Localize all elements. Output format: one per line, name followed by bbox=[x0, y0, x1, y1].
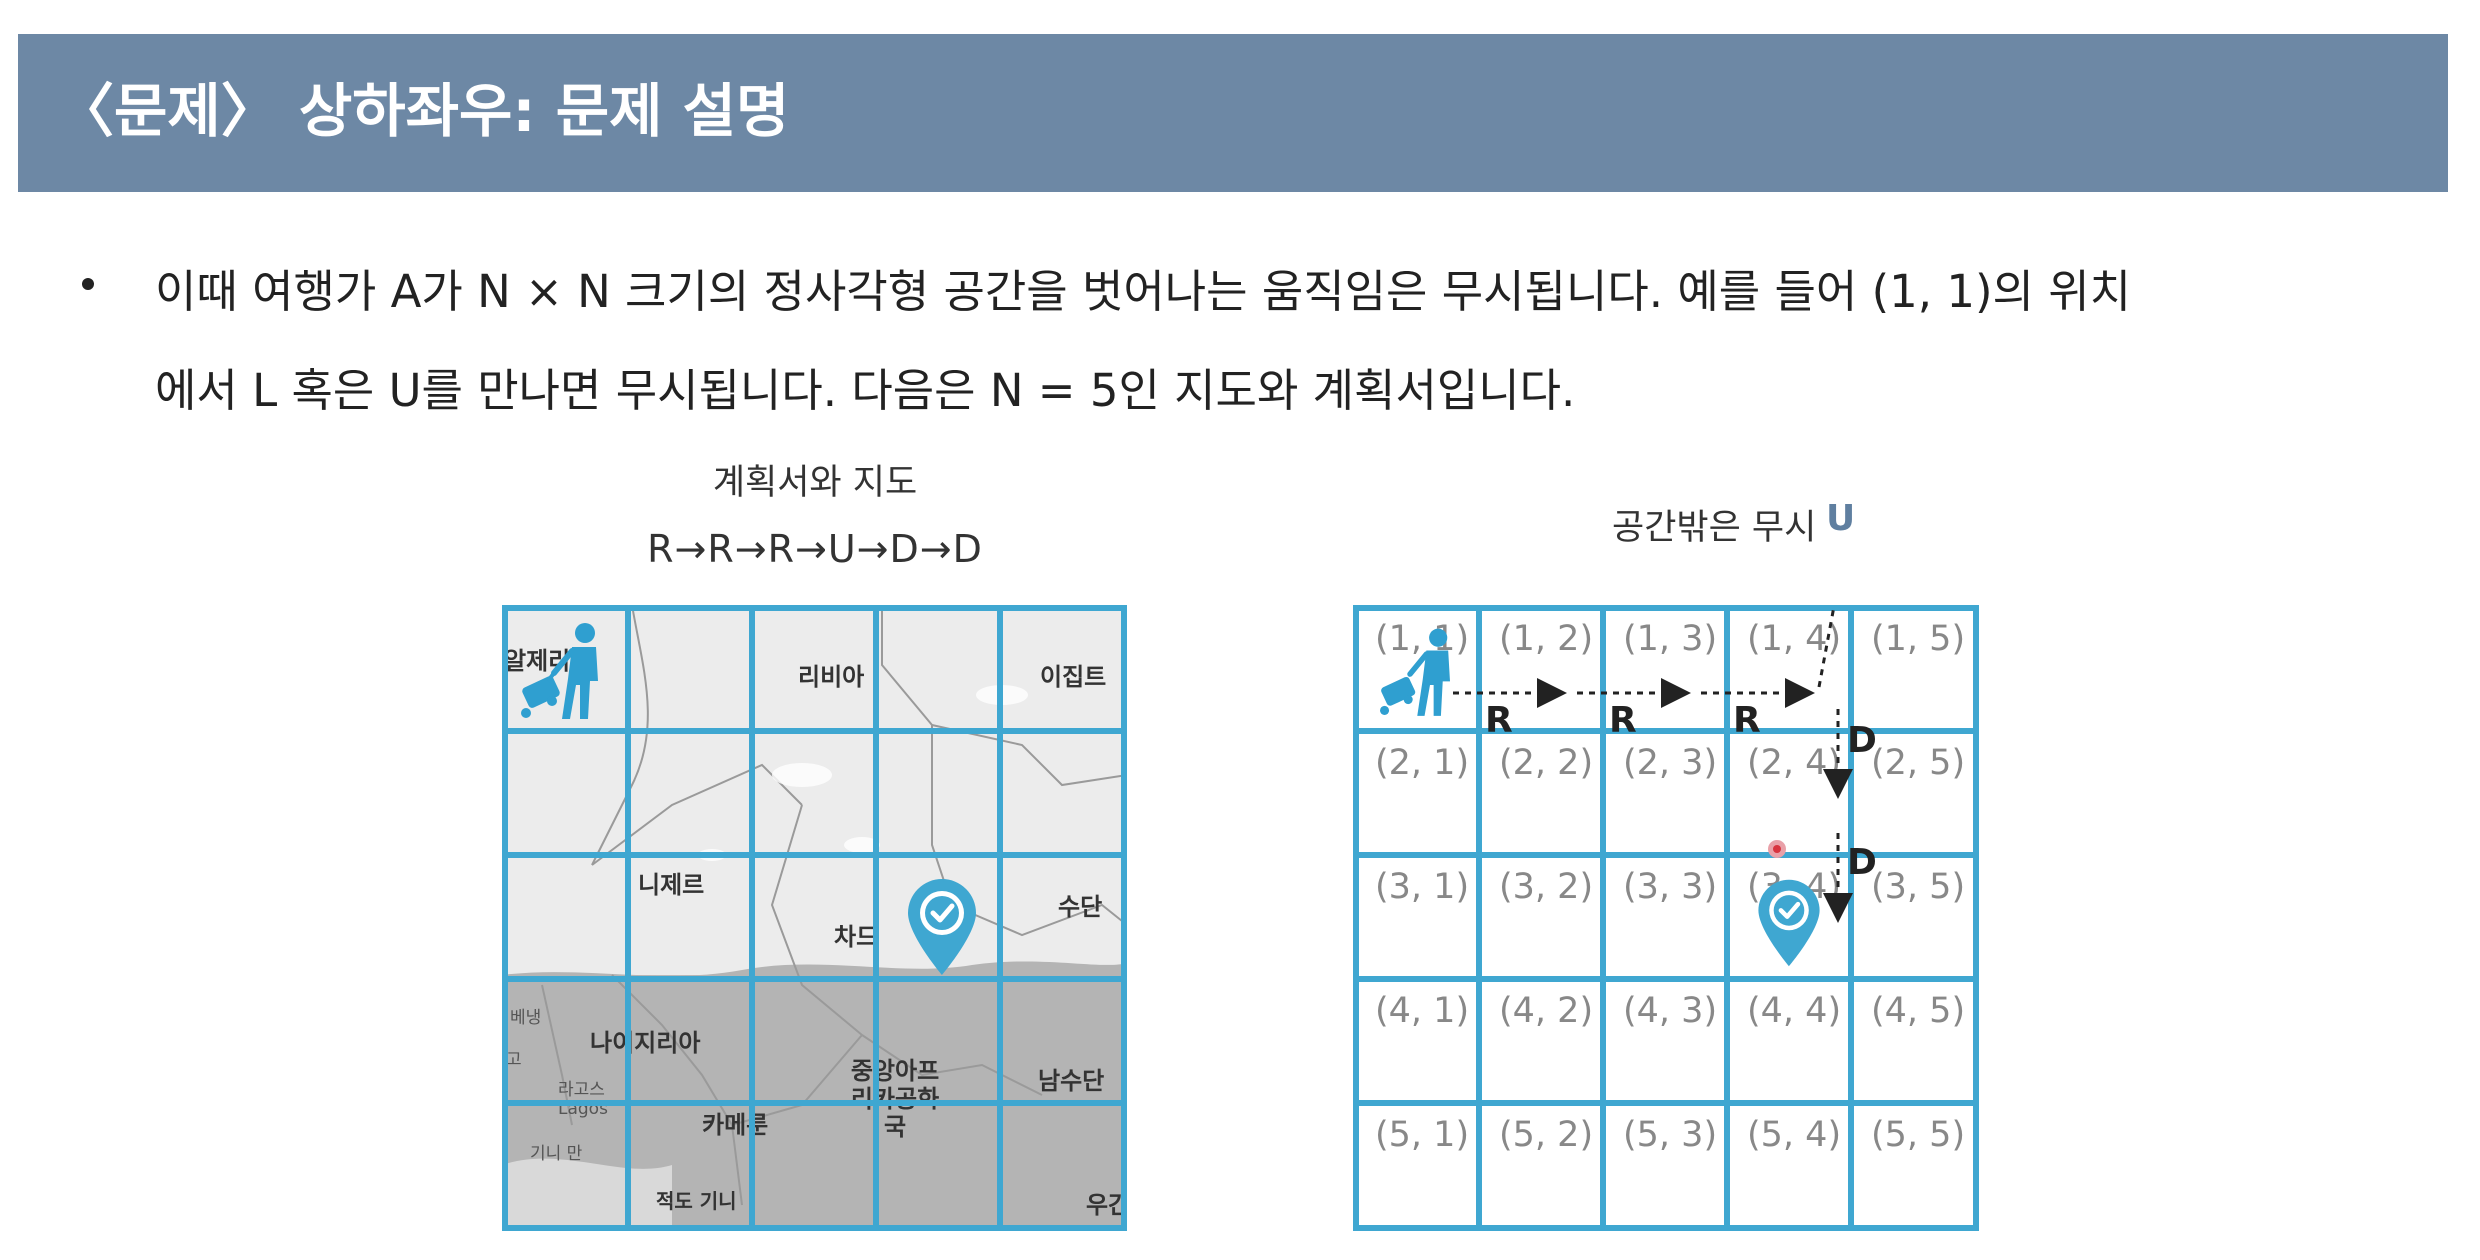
move-path-arrows bbox=[1453, 605, 1853, 923]
map-label-go: 고 bbox=[506, 1050, 522, 1070]
map-label-sudan: 수단 bbox=[1058, 893, 1103, 921]
up-move-label: U bbox=[1826, 498, 1856, 539]
cell-label: (1, 2) bbox=[1499, 619, 1594, 659]
map-caption: 계획서와 지도 bbox=[712, 463, 918, 503]
cell-label: (1, 1) bbox=[1375, 619, 1470, 659]
cell-label: (5, 4) bbox=[1747, 1115, 1842, 1155]
africa-map: 알제리 리비아 이집트 니제르 차드 수단 베냉 고 나이지리아 라고스 Lag… bbox=[502, 605, 1127, 1231]
move-label-right: R bbox=[1609, 700, 1637, 741]
cell-label: (2, 1) bbox=[1375, 743, 1470, 783]
pointer-dot-icon bbox=[1768, 840, 1786, 858]
map-label-chad: 차드 bbox=[834, 923, 879, 951]
map-label-south-sudan: 남수단 bbox=[1038, 1067, 1105, 1095]
description-line-1: 이때 여행가 A가 N × N 크기의 정사각형 공간을 벗어나는 움직임은 무… bbox=[155, 265, 2132, 318]
location-pin-icon bbox=[908, 879, 976, 975]
map-label-guinea-bay: 기니 만 bbox=[530, 1144, 583, 1164]
map-label-benin: 베냉 bbox=[510, 1008, 542, 1028]
cell-label: (2, 5) bbox=[1871, 743, 1966, 783]
cell-label: (2, 3) bbox=[1623, 743, 1718, 783]
cell-label: (5, 3) bbox=[1623, 1115, 1718, 1155]
cell-label: (4, 4) bbox=[1747, 991, 1842, 1031]
map-label-libya: 리비아 bbox=[798, 663, 865, 691]
traveler-icon bbox=[1380, 628, 1450, 716]
cell-label: (1, 5) bbox=[1871, 619, 1966, 659]
out-of-bounds-caption: 공간밖은 무시 bbox=[1612, 508, 1817, 548]
cell-label: (3, 3) bbox=[1623, 867, 1718, 907]
cell-label: (5, 1) bbox=[1375, 1115, 1470, 1155]
location-pin-icon bbox=[1758, 879, 1820, 967]
cell-label: (1, 4) bbox=[1747, 619, 1842, 659]
cell-label: (1, 3) bbox=[1623, 619, 1718, 659]
page-title: 〈문제〉 상하좌우: 문제 설명 bbox=[56, 77, 790, 145]
map-label-lagos: 라고스 bbox=[558, 1080, 605, 1100]
traveler-icon bbox=[521, 623, 598, 719]
map-label-nigeria: 나이지리아 bbox=[590, 1029, 701, 1057]
move-label-down: D bbox=[1847, 720, 1877, 761]
bullet-dot bbox=[82, 278, 94, 290]
title-bar: 〈문제〉 상하좌우: 문제 설명 bbox=[18, 34, 2448, 192]
map-label-egypt: 이집트 bbox=[1040, 663, 1107, 691]
description-line-2: 에서 L 혹은 U를 만나면 무시됩니다. 다음은 N = 5인 지도와 계획서… bbox=[155, 364, 1576, 417]
map-label-niger: 니제르 bbox=[638, 871, 705, 899]
move-label-down: D bbox=[1847, 842, 1877, 883]
cell-label: (4, 3) bbox=[1623, 991, 1718, 1031]
map-grid-lines bbox=[502, 605, 1127, 1231]
cell-label: (2, 2) bbox=[1499, 743, 1594, 783]
cell-label: (4, 5) bbox=[1871, 991, 1966, 1031]
map-label-equatorial-guinea: 적도 기니 bbox=[656, 1189, 737, 1213]
coordinate-grid: (1, 1) (1, 2) (1, 3) (1, 4) (1, 5) (2, 1… bbox=[1353, 605, 1979, 1231]
cell-label: (3, 2) bbox=[1499, 867, 1594, 907]
cell-label: (4, 2) bbox=[1499, 991, 1594, 1031]
map-label-cameroon: 카메룬 bbox=[702, 1111, 769, 1139]
cell-label: (3, 1) bbox=[1375, 867, 1470, 907]
cell-label: (5, 2) bbox=[1499, 1115, 1594, 1155]
move-label-right: R bbox=[1733, 700, 1761, 741]
cell-label: (3, 5) bbox=[1871, 867, 1966, 907]
cell-label: (4, 1) bbox=[1375, 991, 1470, 1031]
plan-sequence: R→R→R→U→D→D bbox=[647, 527, 983, 571]
map-label-uganda: 우간 bbox=[1086, 1191, 1127, 1219]
cell-label: (5, 5) bbox=[1871, 1115, 1966, 1155]
map-label-central-africa: 중앙아프리카공화국 bbox=[850, 1057, 940, 1141]
move-label-right: R bbox=[1485, 700, 1513, 741]
